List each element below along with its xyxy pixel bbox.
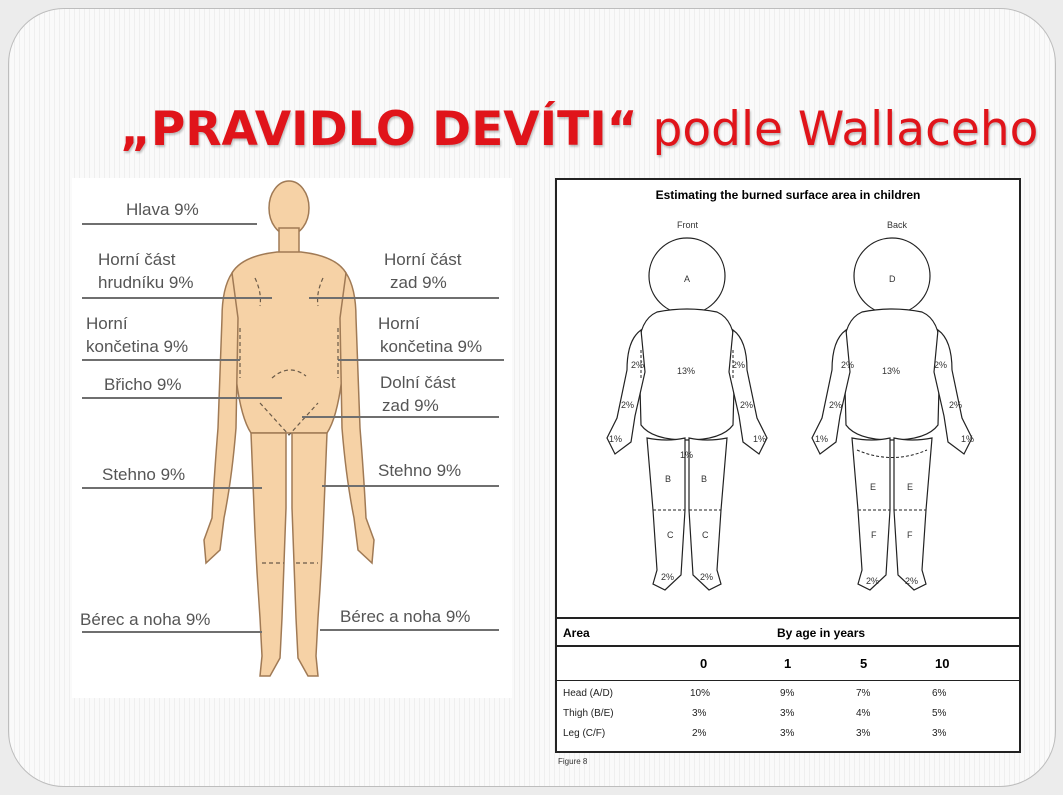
front-hand-r: 1% bbox=[753, 434, 766, 444]
back-thigh-r: E bbox=[907, 482, 913, 492]
back-leg-r: F bbox=[907, 530, 913, 540]
slide-title: „PRAVIDLO DEVÍTI“ podle Wallaceho bbox=[120, 100, 980, 160]
col-5: 5 bbox=[860, 656, 867, 671]
back-foot-r: 2% bbox=[905, 576, 918, 586]
front-thigh-l: B bbox=[665, 474, 671, 484]
label-hlava: Hlava 9% bbox=[126, 199, 199, 220]
label-bricho: Břicho 9% bbox=[104, 374, 181, 395]
row-val: 3% bbox=[856, 728, 870, 739]
label-horni-konc-l1: Horní bbox=[86, 313, 128, 334]
front-arm-upper-r: 2% bbox=[732, 360, 745, 370]
row-val: 3% bbox=[932, 728, 946, 739]
row-val: 10% bbox=[690, 688, 710, 699]
front-foot-r: 2% bbox=[700, 572, 713, 582]
front-arm-lower-l: 2% bbox=[621, 400, 634, 410]
label-horni-konc-r2: končetina 9% bbox=[380, 336, 482, 357]
table-row: Thigh (B/E) 3% 3% 4% 5% bbox=[557, 704, 1019, 724]
label-horni-konc-l2: končetina 9% bbox=[86, 336, 188, 357]
row-val: 9% bbox=[780, 688, 794, 699]
row-val: 5% bbox=[932, 708, 946, 719]
back-head-label: D bbox=[889, 274, 896, 284]
back-arm-upper-l: 2% bbox=[841, 360, 854, 370]
child-burn-figure: Estimating the burned surface area in ch… bbox=[555, 178, 1021, 753]
back-arm-lower-r: 2% bbox=[949, 400, 962, 410]
table-age-header: By age in years bbox=[777, 626, 865, 640]
front-leg-l: C bbox=[667, 530, 674, 540]
table-header: Area By age in years bbox=[557, 617, 1019, 647]
label-dolni-zad-1: Dolní část bbox=[380, 372, 456, 393]
label-horni-hrudnik-1: Horní část bbox=[98, 249, 175, 270]
back-leg-l: F bbox=[871, 530, 877, 540]
front-head-label: A bbox=[684, 274, 690, 284]
front-arm-lower-r: 2% bbox=[740, 400, 753, 410]
row-area: Leg (C/F) bbox=[563, 728, 605, 739]
row-area: Head (A/D) bbox=[563, 688, 613, 699]
figure-caption: Figure 8 bbox=[558, 757, 587, 766]
back-thigh-l: E bbox=[870, 482, 876, 492]
col-1: 1 bbox=[784, 656, 791, 671]
col-10: 10 bbox=[935, 656, 949, 671]
label-berec-l: Bérec a noha 9% bbox=[80, 609, 210, 630]
front-foot-l: 2% bbox=[661, 572, 674, 582]
label-horni-zad-1: Horní část bbox=[384, 249, 461, 270]
front-leg-r: C bbox=[702, 530, 709, 540]
front-groin: 1% bbox=[680, 450, 693, 460]
back-torso-label: 13% bbox=[882, 366, 900, 376]
label-horni-zad-2: zad 9% bbox=[390, 272, 447, 293]
back-arm-lower-l: 2% bbox=[829, 400, 842, 410]
label-stehno-l: Stehno 9% bbox=[102, 464, 185, 485]
row-val: 4% bbox=[856, 708, 870, 719]
title-bold: „PRAVIDLO DEVÍTI“ bbox=[120, 102, 638, 157]
col-0: 0 bbox=[700, 656, 707, 671]
back-arm-upper-r: 2% bbox=[934, 360, 947, 370]
row-val: 7% bbox=[856, 688, 870, 699]
front-hand-l: 1% bbox=[609, 434, 622, 444]
back-hand-l: 1% bbox=[815, 434, 828, 444]
back-hand-r: 1% bbox=[961, 434, 974, 444]
label-stehno-r: Stehno 9% bbox=[378, 460, 461, 481]
table-row: Head (A/D) 10% 9% 7% 6% bbox=[557, 684, 1019, 704]
row-val: 2% bbox=[692, 728, 706, 739]
front-arm-upper-l: 2% bbox=[631, 360, 644, 370]
title-rest: podle Wallaceho bbox=[638, 102, 1039, 157]
label-dolni-zad-2: zad 9% bbox=[382, 395, 439, 416]
row-val: 6% bbox=[932, 688, 946, 699]
row-val: 3% bbox=[692, 708, 706, 719]
table-area-header: Area bbox=[563, 626, 590, 640]
adult-body-diagram: Hlava 9% Horní část hrudníku 9% Horní čá… bbox=[72, 178, 512, 698]
front-thigh-r: B bbox=[701, 474, 707, 484]
child-outlines-svg bbox=[557, 180, 1019, 617]
label-berec-r: Bérec a noha 9% bbox=[340, 606, 470, 627]
back-foot-l: 2% bbox=[866, 576, 879, 586]
table-column-numbers: 0 1 5 10 bbox=[557, 647, 1019, 681]
label-horni-konc-r1: Horní bbox=[378, 313, 420, 334]
front-torso-label: 13% bbox=[677, 366, 695, 376]
row-area: Thigh (B/E) bbox=[563, 708, 614, 719]
table-row: Leg (C/F) 2% 3% 3% 3% bbox=[557, 724, 1019, 744]
row-val: 3% bbox=[780, 708, 794, 719]
label-horni-hrudnik-2: hrudníku 9% bbox=[98, 272, 193, 293]
row-val: 3% bbox=[780, 728, 794, 739]
